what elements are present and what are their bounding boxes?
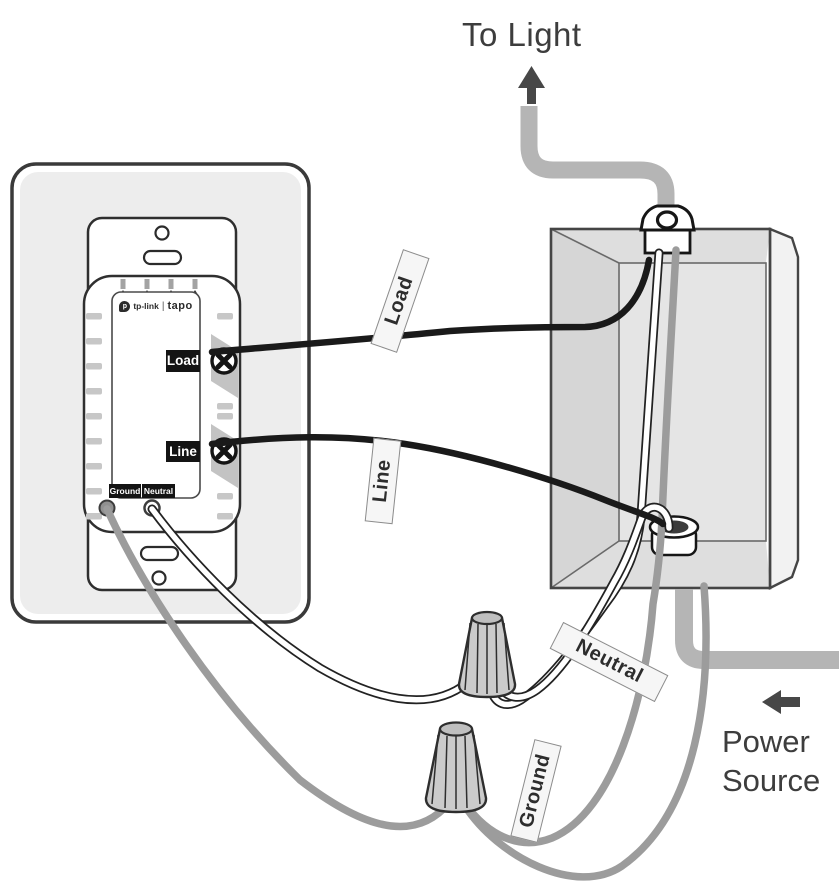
ground-wire-switch [103, 505, 453, 831]
box-side-panel [768, 227, 800, 590]
cable-clamp [639, 204, 696, 255]
strap-screw-hole-top [154, 225, 170, 241]
terminal-label-line: Line [166, 441, 200, 462]
left-arrow-icon [762, 690, 800, 714]
brand-separator: | [161, 300, 165, 312]
smart-switch [82, 216, 242, 592]
to-light-label: To Light [462, 16, 582, 53]
tp-link-tapo-logo: p tp-link | tapo [112, 298, 200, 314]
neutral-wire-power [497, 504, 672, 700]
terminal-label-neutral: Neutral [142, 484, 175, 498]
box-left-wall [551, 229, 619, 588]
ground-wire-power [461, 582, 710, 881]
brand-text: tp-link [133, 301, 159, 311]
line-wire [208, 434, 667, 528]
strap-slot-bottom [139, 545, 180, 562]
terminal-label-ground: Ground [109, 484, 141, 498]
strap-screw-hole-bottom [151, 570, 167, 586]
wire-nut-ground [424, 721, 488, 814]
terminal-label-load: Load [166, 350, 200, 372]
light-cable [520, 106, 675, 213]
up-arrow-icon [518, 66, 545, 104]
switch-label-panel [111, 291, 201, 499]
tp-link-logo-icon: p [119, 300, 131, 312]
neutral-wire-switch [149, 506, 470, 703]
strap-slot-top [142, 249, 183, 266]
load-wire [208, 256, 653, 356]
wire-nut-neutral [457, 610, 517, 699]
clamp-screw-hole [655, 210, 679, 230]
heat-fins [86, 313, 233, 520]
product-text: tapo [167, 300, 193, 312]
power-source-label: Power Source [722, 724, 821, 798]
